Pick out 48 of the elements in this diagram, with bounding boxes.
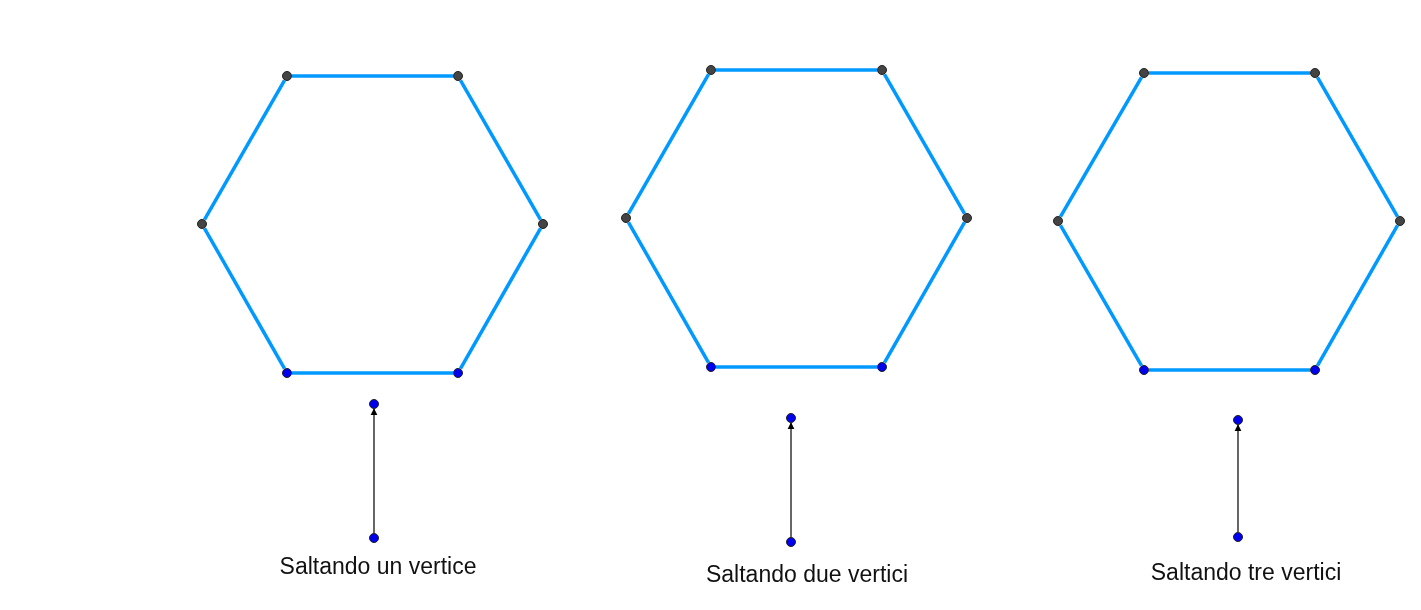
point [453, 368, 463, 378]
point [197, 219, 207, 229]
hexagon-side [626, 221, 711, 364]
hexagon-side [626, 73, 711, 215]
point [1233, 532, 1243, 542]
vector-arrow [1234, 424, 1242, 533]
hexagon-side [1149, 368, 1310, 372]
point [1053, 216, 1063, 226]
hexagon-side [716, 365, 877, 369]
point [1395, 216, 1405, 226]
hexagon-side [292, 74, 453, 78]
point [369, 533, 379, 543]
point [786, 537, 796, 547]
point [282, 71, 292, 81]
vector-arrow [787, 422, 795, 538]
point [706, 65, 716, 75]
hexagon-side [202, 227, 287, 370]
hexagon-side [202, 79, 287, 221]
vector-arrow [370, 408, 378, 534]
hexagon-side [1149, 71, 1310, 75]
point [1233, 415, 1243, 425]
hexagon-side [458, 79, 543, 221]
point [453, 71, 463, 81]
point [1310, 365, 1320, 375]
point [1139, 68, 1149, 78]
caption: Saltando un vertice [279, 553, 477, 580]
point [962, 213, 972, 223]
hexagon-side [882, 73, 967, 215]
hexagon-side [1315, 224, 1400, 367]
point [369, 399, 379, 409]
hexagon-side [882, 221, 967, 364]
point [706, 362, 716, 372]
point [877, 362, 887, 372]
caption: Saltando tre vertici [1150, 559, 1342, 586]
point [1139, 365, 1149, 375]
point [877, 65, 887, 75]
caption: Saltando due vertici [706, 561, 908, 588]
hexagon-side [1059, 76, 1143, 218]
hexagon-side [292, 371, 453, 375]
point [621, 213, 631, 223]
hexagon-side [1315, 76, 1400, 218]
hexagon-side [1059, 224, 1143, 367]
point [282, 368, 292, 378]
point [1310, 68, 1320, 78]
hexagon-side [716, 68, 877, 72]
hexagon-side [458, 227, 543, 370]
point [538, 219, 548, 229]
point [786, 413, 796, 423]
